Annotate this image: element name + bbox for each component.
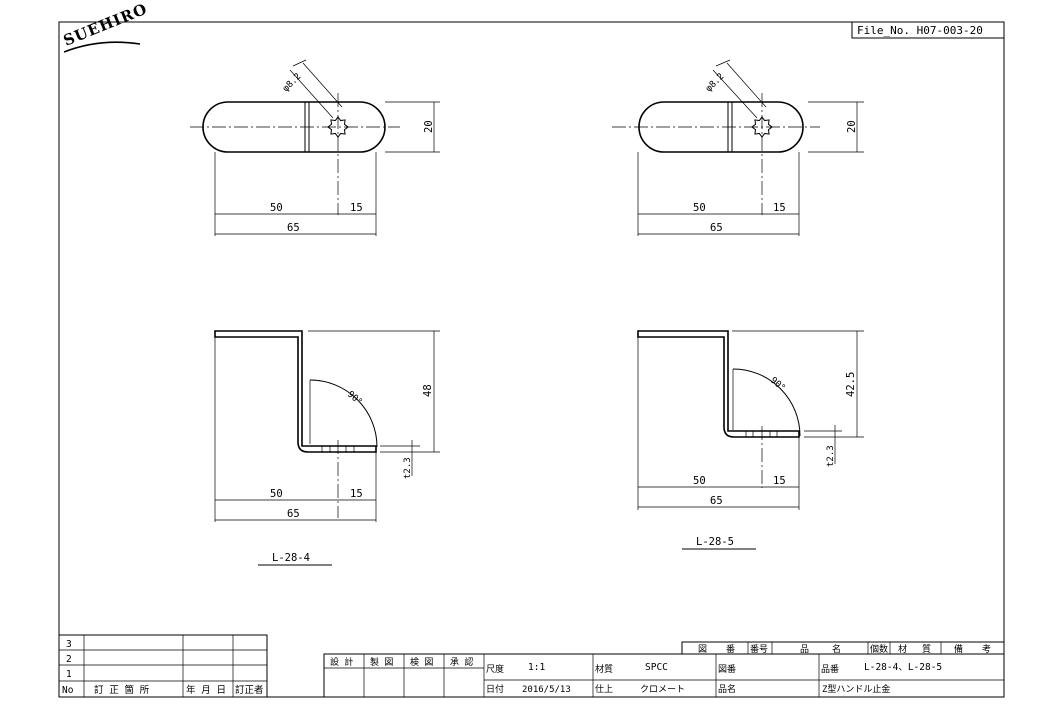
right-dim-total: 65: [710, 222, 723, 234]
right-dim-b: 15: [773, 202, 786, 214]
right-side-dim-a: 50: [693, 475, 706, 487]
part-no-value: L-28-4、L-28-5: [864, 662, 942, 673]
right-side-dim-b: 15: [773, 475, 786, 487]
label-date: 日付: [486, 684, 504, 695]
label-drawing-no: 図番: [718, 663, 736, 675]
parts-header-4: 品: [800, 644, 809, 655]
left-side-dim-a: 50: [270, 488, 283, 500]
parts-header-2: 番: [726, 643, 735, 655]
left-dim-b: 15: [350, 202, 363, 214]
label-approved: 承 認: [450, 656, 473, 668]
parts-header-8: 質: [922, 643, 931, 655]
right-width-dim: 20: [846, 120, 858, 133]
left-thickness: t2.3: [403, 457, 413, 479]
revision-row-1: 1: [66, 669, 72, 680]
parts-header-1: 図: [698, 644, 707, 655]
left-top-view: φ8.2 20 50 15 65: [190, 59, 440, 236]
name-value: Z型ハンドル止金: [822, 683, 890, 695]
revision-row-2: 2: [66, 654, 72, 665]
right-side-dim-total: 65: [710, 495, 723, 507]
left-side-dim-total: 65: [287, 508, 300, 520]
left-dim-total: 65: [287, 222, 300, 234]
left-angle: 90°: [345, 390, 364, 408]
revision-col-by: 訂正者: [235, 684, 264, 696]
label-design: 設 計: [330, 656, 353, 668]
revision-row-3: 3: [66, 639, 72, 650]
sheet-border: [58, 21, 1005, 698]
left-plate-outline: [202, 101, 386, 153]
finish-value: クロメート: [640, 684, 685, 695]
label-scale: 尺度: [486, 663, 504, 675]
right-hole-dim: φ8.2: [704, 72, 726, 94]
label-drawn: 製 図: [370, 656, 393, 668]
right-height-dim: 42.5: [845, 372, 857, 397]
right-part-label: L-28-5: [696, 536, 734, 548]
revision-col-no: No: [62, 685, 74, 696]
parts-header-9: 備: [954, 643, 963, 655]
parts-header-6: 個数: [870, 643, 888, 655]
left-dim-a: 50: [270, 202, 283, 214]
right-dim-a: 50: [693, 202, 706, 214]
label-finish: 仕上: [595, 683, 613, 695]
left-hole-dim: φ8.2: [281, 72, 303, 94]
suehiro-logo: SUEHIRO: [61, 0, 150, 53]
revision-table: 3 2 1 No 訂 正 箇 所 年 月 日 訂正者: [58, 634, 268, 698]
revision-col-date: 年 月 日: [186, 684, 226, 696]
label-material: 材質: [595, 663, 613, 675]
right-z-profile: [637, 330, 800, 438]
right-angle: 90°: [768, 376, 787, 394]
date-value: 2016/5/13: [522, 685, 571, 695]
label-part-no: 品番: [821, 663, 839, 675]
parts-header-10: 考: [982, 644, 991, 655]
parts-header-7: 材: [898, 643, 907, 655]
file-no: File_No. H07-003-20: [857, 24, 983, 37]
revision-col-place: 訂 正 箇 所: [94, 684, 150, 696]
parts-header-5: 名: [832, 643, 841, 655]
file-no-box: [851, 21, 1005, 39]
left-width-dim: 20: [423, 120, 435, 133]
scale-value: 1:1: [528, 662, 545, 673]
left-z-profile: [214, 330, 377, 453]
label-checked: 検 図: [410, 656, 433, 668]
right-thickness: t2.3: [826, 445, 836, 467]
left-side-dim-b: 15: [350, 488, 363, 500]
title-block: 図 番 番号 品 名 個数 材 質 備 考 設 計 製 図 検 図 承 認 尺度…: [323, 641, 1005, 698]
left-side-view: 90° t2.3 48 50 15 65: [214, 330, 440, 522]
left-part-label: L-28-4: [272, 552, 310, 564]
material-value: SPCC: [645, 662, 668, 673]
parts-header-3: 番号: [750, 643, 768, 655]
left-height-dim: 48: [422, 384, 434, 397]
right-side-view: 90° t2.3 42.5 50 15 65: [637, 330, 864, 510]
right-top-view: φ8.2 20 50 15 65: [612, 59, 864, 236]
right-plate-outline: [638, 101, 804, 153]
label-name: 品名: [718, 683, 736, 695]
